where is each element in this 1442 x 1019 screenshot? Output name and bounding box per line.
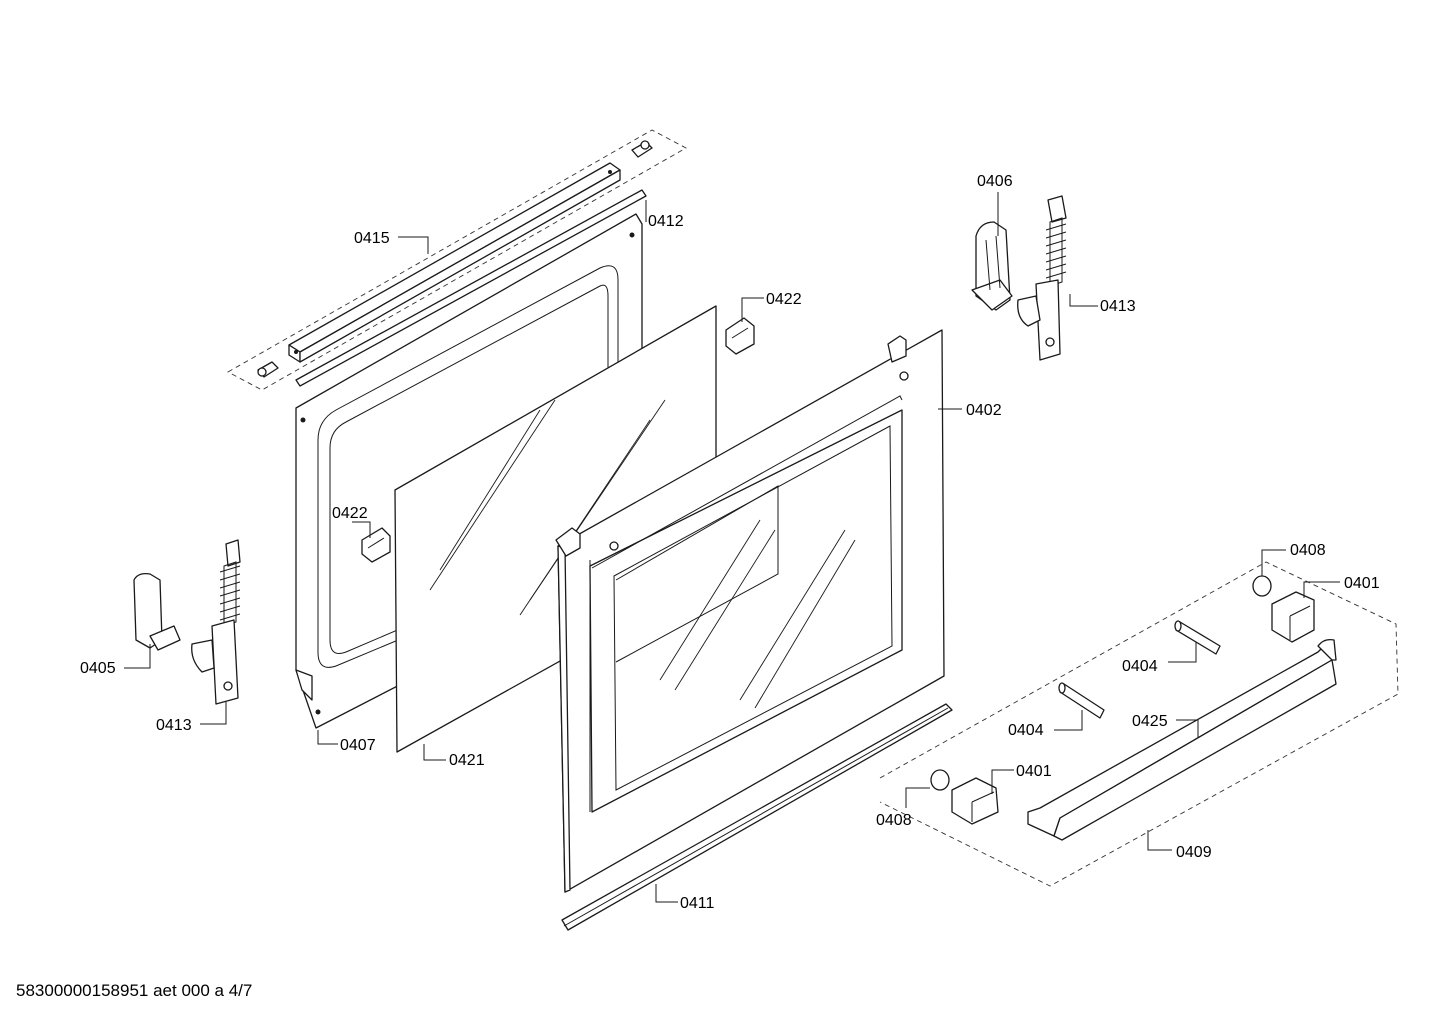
callout-0413-right: 0413 [1100,298,1136,315]
part-0401-bracket-right[interactable] [1271,591,1315,643]
callout-0404-lower: 0404 [1008,722,1044,739]
callout-0425: 0425 [1132,713,1168,730]
part-0401-bracket-lower[interactable] [951,777,999,825]
part-0415-top-cover-rail[interactable] [288,162,621,363]
callout-0404-upper: 0404 [1122,658,1158,675]
part-0422-glass-clip-left[interactable] [361,527,391,563]
callout-0415: 0415 [354,230,390,247]
part-0405-hinge-cover-left[interactable] [133,572,181,651]
callout-0405: 0405 [80,660,116,677]
callout-0409: 0409 [1176,844,1212,861]
part-0425-handle-bar[interactable] [1027,638,1337,841]
part-0412-top-seal[interactable] [295,189,647,387]
callout-labels: 0415 0412 0406 0413 0422 0402 0422 0408 … [80,173,1380,912]
callout-0421: 0421 [449,752,485,769]
screw-icon-top-right [631,140,653,158]
callout-0401-right: 0401 [1344,575,1380,592]
callout-0406: 0406 [977,173,1013,190]
callout-0407: 0407 [340,737,376,754]
part-0406-hinge-cover-right[interactable] [971,221,1013,311]
part-0404-pin-lower[interactable] [1058,682,1105,719]
callout-0401-lower: 0401 [1016,763,1052,780]
callout-0408-lower: 0408 [876,812,912,829]
handle-group-outline [879,561,1399,887]
leader-lines [124,192,1340,903]
part-0411-bottom-seal[interactable] [561,703,953,931]
part-0413-hinge-right[interactable] [1017,195,1067,361]
part-0404-pin-upper[interactable] [1174,620,1221,655]
callout-0408-right: 0408 [1290,542,1326,559]
part-0402-outer-door-panel[interactable] [555,329,945,893]
part-0408-end-cap-right[interactable] [1252,575,1272,597]
callout-0413-left: 0413 [156,717,192,734]
callout-0422-top: 0422 [766,291,802,308]
callout-0402: 0402 [966,402,1002,419]
part-0413-hinge-left[interactable] [191,539,241,705]
diagram-reference-code: 58300000158951 aet 000 a 4/7 [16,981,253,1000]
top-rail-group-outline [227,129,687,391]
part-0408-end-cap-lower[interactable] [930,769,950,791]
part-0422-glass-clip-top[interactable] [725,317,755,355]
callout-0411: 0411 [680,895,715,912]
callout-0422-left: 0422 [332,505,368,522]
screw-icon-top-left [257,361,279,378]
callout-0412: 0412 [648,213,684,230]
